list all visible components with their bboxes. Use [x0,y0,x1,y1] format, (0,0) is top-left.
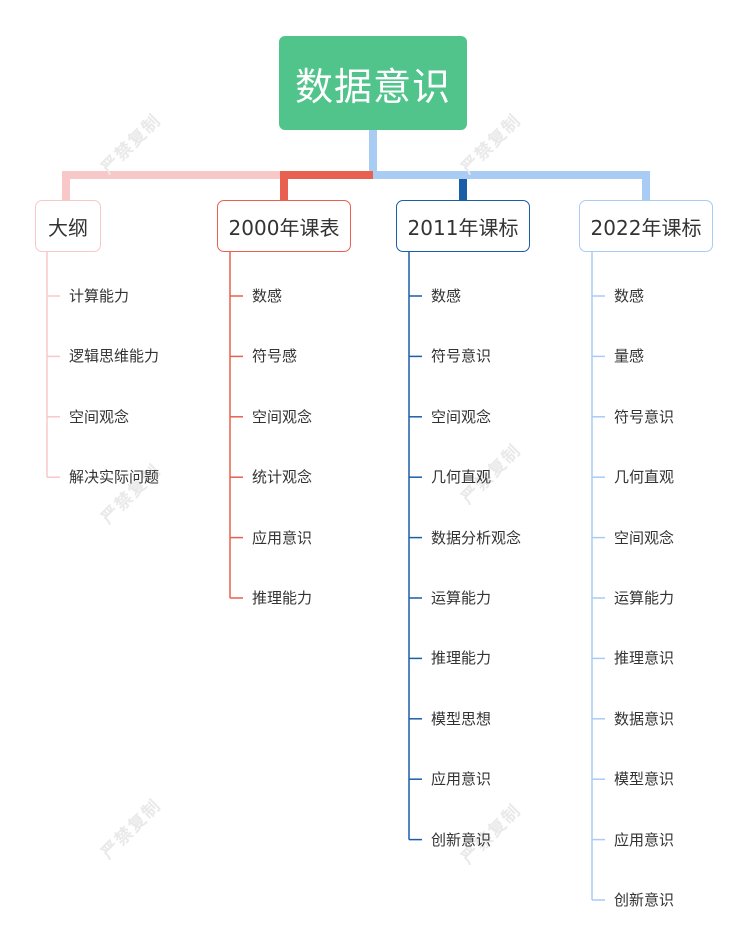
leaf-node[interactable]: 量感 [614,347,645,366]
leaf-node[interactable]: 几何直观 [614,468,675,487]
leaf-node[interactable]: 推理意识 [614,649,675,668]
leaf-node[interactable]: 数感 [252,287,283,305]
leaf-node[interactable]: 运算能力 [431,589,492,607]
leaf-node[interactable]: 几何直观 [431,468,492,487]
leaf-node[interactable]: 应用意识 [614,830,675,849]
leaf-node[interactable]: 应用意识 [252,528,313,547]
leaf-node[interactable]: 数感 [614,287,645,305]
leaf-node[interactable]: 模型思想 [431,709,492,728]
leaf-node[interactable]: 数据意识 [614,709,675,728]
leaf-node[interactable]: 空间观念 [252,407,313,426]
leaf-node[interactable]: 空间观念 [69,407,130,426]
branch-node-0[interactable]: 大纲 [35,200,101,252]
leaf-node[interactable]: 空间观念 [431,407,492,426]
root-node[interactable]: 数据意识 [279,36,467,130]
leaf-node[interactable]: 创新意识 [614,891,675,909]
leaf-node[interactable]: 符号意识 [614,407,675,426]
branch-node-1[interactable]: 2000年课表 [217,200,351,252]
leaf-node[interactable]: 符号感 [252,347,298,366]
leaf-node[interactable]: 解决实际问题 [69,468,160,487]
branch-node-2[interactable]: 2011年课标 [396,200,530,252]
leaf-node[interactable]: 模型意识 [614,770,675,789]
branch-node-3[interactable]: 2022年课标 [579,200,713,252]
leaf-node[interactable]: 符号意识 [431,347,492,366]
leaf-node[interactable]: 应用意识 [431,770,492,789]
leaf-node[interactable]: 推理能力 [252,589,313,607]
leaf-node[interactable]: 运算能力 [614,589,675,607]
leaf-node[interactable]: 统计观念 [252,468,313,487]
leaf-node[interactable]: 推理能力 [431,649,492,668]
leaf-node[interactable]: 逻辑思维能力 [69,347,160,366]
leaf-node[interactable]: 空间观念 [614,528,675,547]
leaf-node[interactable]: 创新意识 [431,830,492,849]
leaf-node[interactable]: 数感 [431,287,462,305]
leaf-node[interactable]: 数据分析观念 [431,528,522,547]
leaf-node[interactable]: 计算能力 [69,287,130,305]
